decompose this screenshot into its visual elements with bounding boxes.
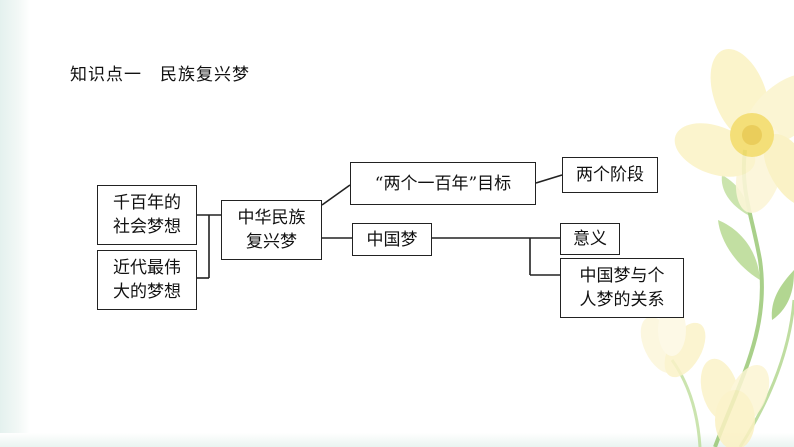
node-two-centenary-goals: “两个一百年”目标 xyxy=(350,162,536,205)
connector-rejuvenation-to-two-centenary xyxy=(321,184,351,206)
node-national-rejuvenation-dream: 中华民族 复兴梦 xyxy=(221,200,322,260)
node-dream-relationship: 中国梦与个 人梦的关系 xyxy=(560,258,684,318)
background-band-bottom xyxy=(0,433,794,447)
node-modern-greatest-dream: 近代最伟 大的梦想 xyxy=(97,250,197,310)
node-two-stages: 两个阶段 xyxy=(562,157,658,193)
background-band-left xyxy=(0,0,30,447)
node-china-dream: 中国梦 xyxy=(352,223,432,256)
section-heading: 知识点一 民族复兴梦 xyxy=(70,65,250,85)
node-significance: 意义 xyxy=(560,223,620,255)
node-thousand-year-dream: 千百年的 社会梦想 xyxy=(97,185,197,245)
connector-two-centenary-to-stages xyxy=(535,174,563,184)
